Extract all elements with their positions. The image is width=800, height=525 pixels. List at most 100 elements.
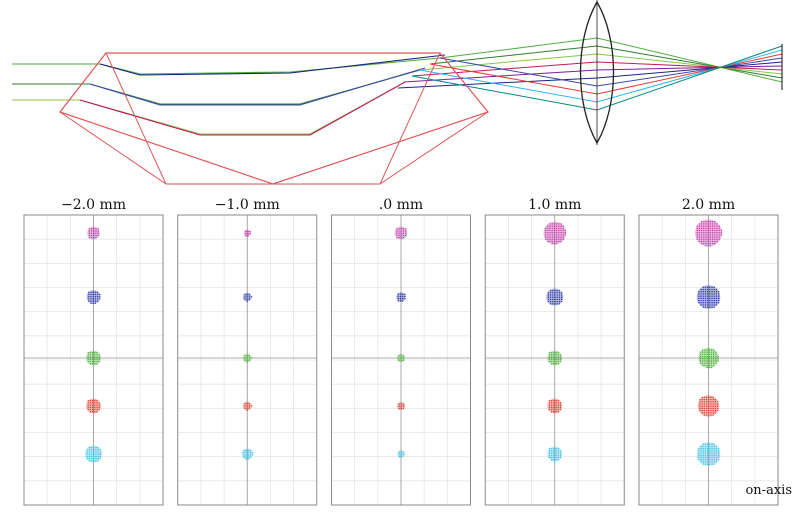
spot-dot xyxy=(246,355,248,357)
spot-dot xyxy=(557,356,559,358)
spot-dot xyxy=(713,459,715,461)
spot-dot xyxy=(703,225,705,227)
ray-diagram xyxy=(12,0,783,185)
spot-dot xyxy=(713,461,715,463)
spot-dot xyxy=(551,400,553,402)
spot-dot xyxy=(703,221,705,223)
spot-dot xyxy=(557,406,559,409)
spot-dot xyxy=(400,355,402,357)
spot-dot xyxy=(551,411,553,413)
spot-dot xyxy=(248,298,251,300)
spot-dot xyxy=(98,408,100,411)
spot-dot xyxy=(94,293,97,296)
spot-dot xyxy=(548,456,551,459)
spot-dot xyxy=(702,297,704,300)
spot-dot xyxy=(547,236,549,238)
spot-dot xyxy=(699,407,701,410)
spot-dot xyxy=(400,403,403,405)
spot-dot xyxy=(248,355,251,357)
spot-dot xyxy=(705,238,707,240)
spot-dot xyxy=(702,306,704,308)
spot-dot xyxy=(92,298,94,300)
spot-dot xyxy=(544,229,547,232)
spot-dot xyxy=(709,293,711,295)
spot-dot xyxy=(548,402,551,404)
spot-dot xyxy=(401,300,404,302)
spot-dot xyxy=(93,236,95,239)
spot-dot xyxy=(715,456,718,459)
spot-red xyxy=(697,395,720,417)
spot-dot xyxy=(402,228,405,230)
spot-blue xyxy=(86,290,101,304)
spot-dot xyxy=(707,229,709,232)
spot-dot xyxy=(250,357,253,359)
spot-dot xyxy=(547,229,549,232)
spot-dot xyxy=(698,452,700,454)
spot-dot xyxy=(700,297,702,300)
spot-dot xyxy=(709,286,711,289)
spot-dot xyxy=(88,298,90,300)
spot-dot xyxy=(91,356,94,358)
spot-dot xyxy=(547,234,549,236)
spot-dot xyxy=(549,298,552,301)
spot-dot xyxy=(553,452,555,454)
spot-dot xyxy=(89,356,92,358)
spot-dot xyxy=(708,401,710,403)
spot-dot xyxy=(700,291,702,293)
spot-dot xyxy=(557,360,559,363)
spot-dot xyxy=(716,403,719,405)
spot-dot xyxy=(95,457,97,460)
spot-dot xyxy=(93,453,95,455)
panel-title: 1.0 mm xyxy=(528,197,581,213)
spot-dot xyxy=(398,451,401,454)
spot-dot xyxy=(698,227,701,229)
spot-dot xyxy=(558,296,561,298)
spot-dot xyxy=(553,354,555,356)
spot-dot xyxy=(716,236,718,238)
spot-dot xyxy=(94,358,96,361)
spot-dot xyxy=(555,240,558,243)
spot-dot xyxy=(90,296,92,298)
spot-dot xyxy=(549,225,551,227)
spot-dot xyxy=(96,363,98,365)
spot-cyan xyxy=(696,442,721,466)
spot-dot xyxy=(708,398,710,401)
spot-dot xyxy=(555,356,557,358)
spot-dot xyxy=(96,358,98,361)
ray-segment xyxy=(79,81,406,136)
spot-dot xyxy=(557,450,559,452)
spot-dot xyxy=(702,450,704,452)
spot-dot xyxy=(699,405,701,407)
spot-dot xyxy=(559,402,562,404)
spot-dot xyxy=(547,298,550,301)
spot-dot xyxy=(700,456,702,459)
spot-dot xyxy=(702,293,704,295)
spot-dot xyxy=(547,292,550,294)
spot-dot xyxy=(559,450,562,452)
spot-dot xyxy=(90,453,93,455)
spot-magenta xyxy=(695,219,723,247)
spot-dot xyxy=(86,457,88,460)
spot-dot xyxy=(711,459,713,461)
spot-dot xyxy=(560,296,563,298)
spot-dot xyxy=(710,401,712,403)
spot-dot xyxy=(713,456,715,459)
spot-dot xyxy=(713,355,715,358)
spot-dot xyxy=(87,352,89,354)
spot-dot xyxy=(716,225,718,227)
spot-dot xyxy=(709,445,711,448)
spot-dot xyxy=(98,406,100,409)
spot-dot xyxy=(558,225,560,227)
spot-dot xyxy=(709,221,712,223)
spot-dot xyxy=(557,363,559,365)
spot-dot xyxy=(702,445,704,448)
spot-dot xyxy=(703,234,705,236)
spot-dot xyxy=(551,408,553,411)
spot-dot xyxy=(562,234,564,236)
spot-dot xyxy=(396,232,398,234)
spot-dot xyxy=(243,452,245,454)
spot-dot xyxy=(708,412,710,414)
spot-dot xyxy=(553,238,556,240)
spot-dot xyxy=(244,296,246,298)
spot-dot xyxy=(559,456,562,459)
